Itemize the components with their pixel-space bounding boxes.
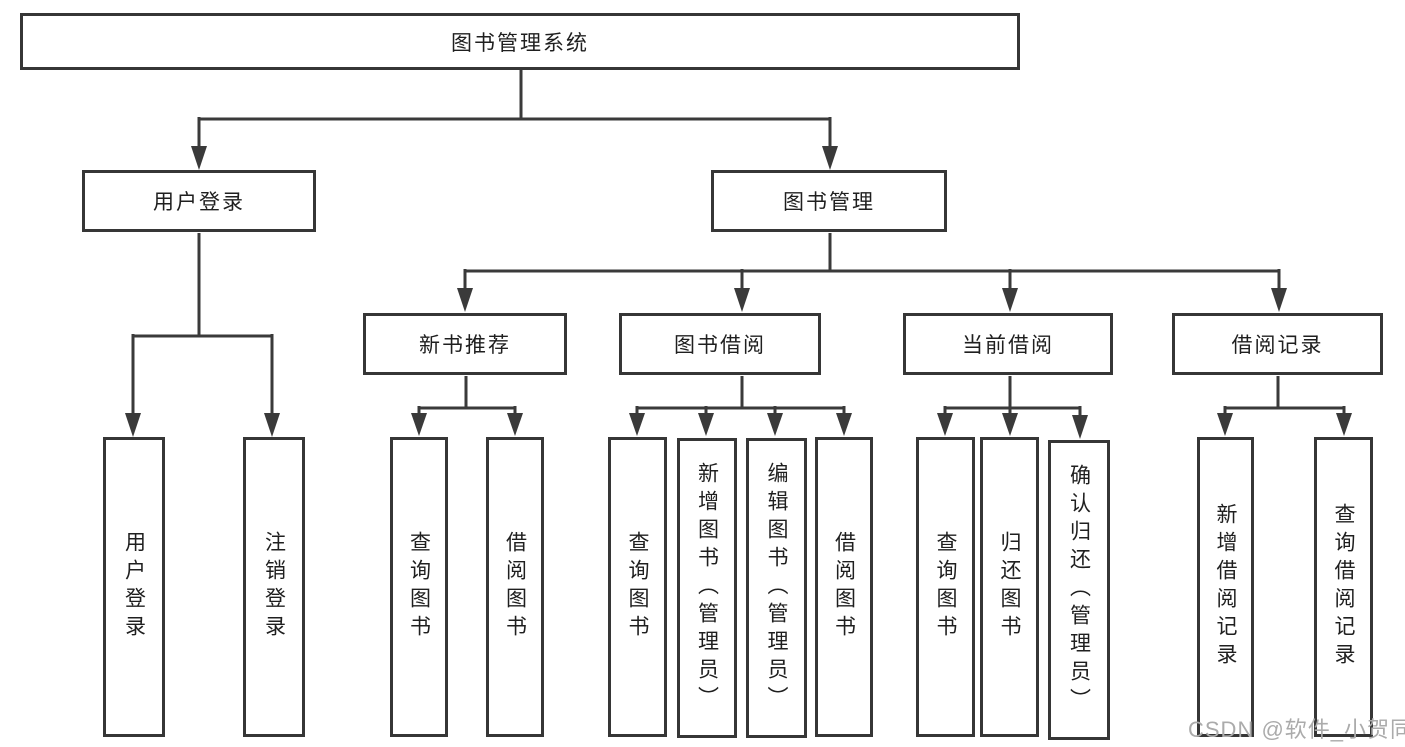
node-label: 注销登录	[262, 531, 286, 643]
leaf-query-books-borrow: 查询图书	[608, 437, 667, 737]
node-label: 新增图书（管理员）	[695, 462, 719, 714]
node-book-borrow: 图书借阅	[619, 313, 821, 375]
node-label: 图书借阅	[674, 334, 766, 357]
leaf-query-books-current: 查询图书	[916, 437, 975, 737]
leaf-query-borrow-record: 查询借阅记录	[1314, 437, 1373, 737]
node-label: 用户登录	[122, 531, 146, 643]
node-current-borrow: 当前借阅	[903, 313, 1113, 375]
node-label: 图书管理系统	[451, 31, 589, 55]
node-label: 编辑图书（管理员）	[765, 462, 789, 714]
csdn-watermark: CSDN @软件_小贺同学	[1188, 717, 1405, 742]
connector-root-to-level2	[191, 70, 838, 170]
node-label: 当前借阅	[962, 334, 1054, 357]
leaf-return-books: 归还图书	[980, 437, 1039, 737]
leaf-add-borrow-record: 新增借阅记录	[1197, 437, 1254, 737]
node-label: 图书管理	[783, 191, 875, 214]
node-root-system: 图书管理系统	[20, 13, 1020, 70]
node-label: 借阅记录	[1231, 334, 1324, 357]
leaf-edit-books-admin: 编辑图书（管理员）	[746, 438, 807, 738]
node-new-book-recommend: 新书推荐	[363, 313, 567, 375]
leaf-confirm-return-admin: 确认归还（管理员）	[1048, 440, 1110, 740]
connector-borrow-records-to-leaves	[1217, 376, 1352, 436]
connector-book-management-to-level3	[457, 233, 1287, 312]
node-label: 用户登录	[153, 191, 245, 214]
node-label: 查询图书	[626, 531, 650, 643]
node-label: 查询图书	[934, 531, 958, 643]
connector-book-borrow-to-leaves	[629, 376, 852, 436]
leaf-borrow-books-recommend: 借阅图书	[486, 437, 544, 737]
node-label: 新增借阅记录	[1214, 503, 1238, 671]
leaf-query-books-recommend: 查询图书	[390, 437, 448, 737]
leaf-add-books-admin: 新增图书（管理员）	[677, 438, 737, 738]
leaf-user-login: 用户登录	[103, 437, 165, 737]
node-label: 查询借阅记录	[1332, 503, 1356, 671]
node-borrow-records: 借阅记录	[1172, 313, 1383, 375]
node-label: 新书推荐	[419, 334, 511, 357]
node-label: 借阅图书	[503, 531, 527, 643]
leaf-logout: 注销登录	[243, 437, 305, 737]
node-label: 查询图书	[407, 531, 431, 643]
connector-user-login-to-leaves	[125, 233, 280, 437]
node-label: 归还图书	[998, 531, 1022, 643]
node-book-management-branch: 图书管理	[711, 170, 947, 232]
connector-new-book-recommend-to-leaves	[411, 376, 523, 436]
node-user-login-branch: 用户登录	[82, 170, 316, 232]
connector-current-borrow-to-leaves	[937, 376, 1088, 439]
node-label: 借阅图书	[832, 531, 856, 643]
node-label: 确认归还（管理员）	[1067, 464, 1091, 716]
leaf-borrow-books: 借阅图书	[815, 437, 873, 737]
